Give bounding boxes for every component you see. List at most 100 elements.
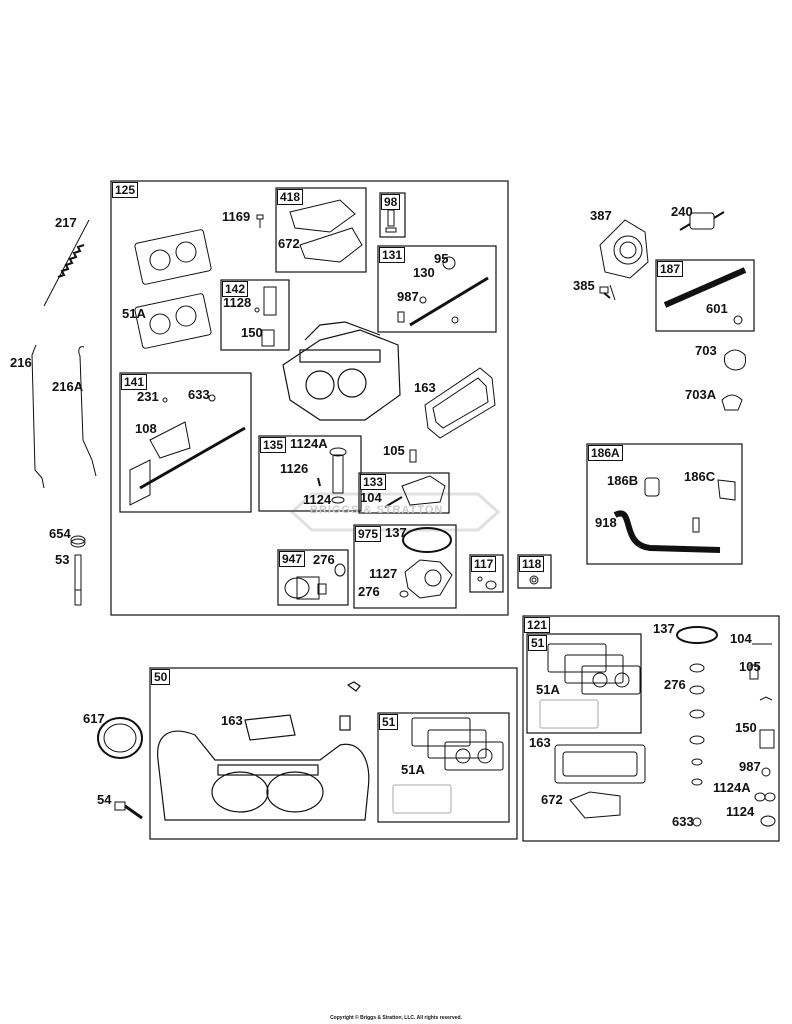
callout-918: 918 [595, 515, 617, 530]
callout-276-motor: 276 [313, 552, 335, 567]
part-51-gaskets-middle [392, 717, 504, 814]
part-947-motor [284, 563, 346, 600]
callout-672-right: 672 [541, 792, 563, 807]
box-label-131: 131 [379, 247, 406, 263]
part-98-screw [385, 209, 397, 233]
callout-1124-top: 1124 [303, 492, 332, 507]
part-216-link [31, 344, 45, 489]
callout-137-right: 137 [653, 621, 675, 636]
part-703-clamp [724, 349, 746, 371]
callout-1127: 1127 [369, 566, 398, 581]
callout-130: 130 [413, 265, 435, 280]
callout-186B: 186B [607, 473, 639, 488]
part-216A-link [78, 346, 97, 477]
callout-105-top: 105 [383, 443, 405, 458]
callout-105-right: 105 [739, 659, 761, 674]
part-654-nut [70, 535, 86, 548]
callout-104-top: 104 [360, 490, 382, 505]
callout-601: 601 [706, 301, 728, 316]
group-box-418 [275, 187, 367, 273]
callout-276-lower: 276 [358, 584, 380, 599]
box-label-121: 121 [524, 617, 551, 633]
callout-703: 703 [695, 343, 717, 358]
group-box-125 [110, 180, 509, 616]
part-703A-clamp [721, 394, 743, 411]
callout-617: 617 [83, 711, 105, 726]
part-186A-assembly [613, 477, 736, 553]
part-385-screw [599, 286, 611, 299]
part-51-gaskets-right [539, 643, 641, 729]
callout-240: 240 [671, 204, 693, 219]
part-617-gasket [97, 717, 143, 759]
box-label-117: 117 [471, 556, 497, 572]
callout-108: 108 [135, 421, 157, 436]
callout-231: 231 [137, 389, 159, 404]
callout-104-right: 104 [730, 631, 752, 646]
group-box-51-right [526, 633, 642, 734]
callout-1169: 1169 [222, 209, 251, 224]
part-163-gasket-center [424, 367, 496, 439]
group-box-50 [149, 667, 518, 840]
callout-1124A-right: 1124A [713, 780, 751, 795]
part-117 [477, 576, 497, 590]
box-label-51-middle: 51 [379, 714, 399, 730]
callout-54: 54 [97, 792, 112, 807]
callout-703A: 703A [685, 387, 717, 402]
group-box-975 [353, 524, 457, 609]
callout-217: 217 [55, 215, 77, 230]
box-label-135: 135 [260, 437, 287, 453]
callout-633-top: 633 [188, 387, 210, 402]
callout-385: 385 [573, 278, 595, 293]
part-142-bracket [254, 286, 277, 347]
part-50-intake-manifold [157, 681, 370, 821]
part-1169-screw [256, 214, 264, 228]
box-label-118: 118 [519, 556, 545, 572]
callout-163-center: 163 [414, 380, 436, 395]
box-label-418: 418 [277, 189, 304, 205]
group-box-141 [119, 372, 252, 513]
part-133-assembly [384, 475, 446, 508]
part-121-assembly [676, 626, 776, 827]
part-135-assembly [317, 447, 347, 504]
box-label-133: 133 [360, 474, 387, 490]
callout-387: 387 [590, 208, 612, 223]
watermark-text: BRIGGS & STRATTON [310, 504, 444, 516]
callout-137-top: 137 [385, 525, 407, 540]
box-label-186A: 186A [588, 445, 623, 461]
callout-163-right: 163 [529, 735, 551, 750]
group-box-117 [469, 554, 504, 593]
part-240-fuel-filter [679, 211, 725, 231]
callout-216A: 216A [52, 379, 84, 394]
copyright-text: Copyright © Briggs & Stratton, LLC. All … [330, 1015, 462, 1021]
callout-186C: 186C [684, 469, 716, 484]
part-975-assembly [399, 527, 453, 599]
callout-95: 95 [434, 251, 449, 266]
part-418-plate [289, 199, 363, 263]
callout-51A-top: 51A [122, 306, 146, 321]
callout-1124A-top: 1124A [290, 436, 328, 451]
callout-51A-middle: 51A [401, 762, 425, 777]
box-label-125: 125 [112, 182, 139, 198]
callout-1128: 1128 [223, 295, 252, 310]
callout-672-top: 672 [278, 236, 300, 251]
box-label-98: 98 [381, 194, 401, 210]
callout-150-top: 150 [241, 325, 263, 340]
callout-51A-right: 51A [536, 682, 560, 697]
part-51A-gasket [134, 293, 212, 349]
group-box-121 [522, 615, 780, 842]
callout-987-top: 987 [397, 289, 419, 304]
part-163-gasket-right [554, 744, 646, 819]
box-label-51-right: 51 [528, 635, 548, 651]
throttle-body [282, 321, 401, 421]
box-label-975: 975 [355, 526, 382, 542]
group-box-98 [379, 192, 406, 238]
box-label-947: 947 [279, 551, 306, 567]
part-53-stud [74, 554, 82, 606]
part-131-shaft [397, 256, 489, 327]
callout-633-right: 633 [672, 814, 694, 829]
part-118 [529, 575, 539, 585]
callout-987-right: 987 [739, 759, 761, 774]
group-box-142 [220, 279, 290, 351]
callout-163-middle: 163 [221, 713, 243, 728]
